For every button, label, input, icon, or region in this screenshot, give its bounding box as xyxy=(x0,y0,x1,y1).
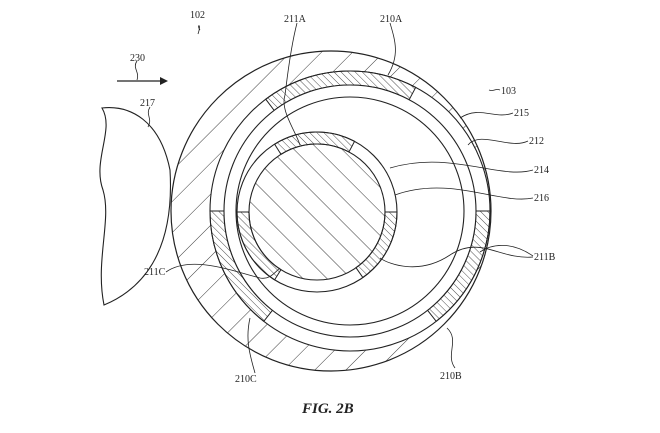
label-103: 103 xyxy=(501,86,516,97)
label-215: 215 xyxy=(514,108,529,119)
label-211A: 211A xyxy=(284,14,307,25)
arrow-head-icon xyxy=(160,77,168,85)
label-230: 230 xyxy=(130,53,145,64)
housing-103 xyxy=(170,50,492,372)
label-217: 217 xyxy=(140,98,155,109)
label-210C: 210C xyxy=(235,374,257,385)
label-214: 214 xyxy=(534,165,549,176)
label-216: 216 xyxy=(534,193,549,204)
reference-labels: 102 211A 210A 103 215 212 214 216 211B 2… xyxy=(130,10,556,417)
label-211B: 211B xyxy=(534,252,556,263)
label-210A: 210A xyxy=(380,14,403,25)
core-216 xyxy=(248,143,386,281)
figure-title: FIG. 2B xyxy=(301,401,354,417)
label-102: 102 xyxy=(190,10,205,21)
label-211C: 211C xyxy=(144,267,166,278)
segments-211 xyxy=(236,131,398,281)
label-212: 212 xyxy=(529,136,544,147)
label-210B: 210B xyxy=(440,371,462,382)
leader-lines xyxy=(134,22,534,374)
